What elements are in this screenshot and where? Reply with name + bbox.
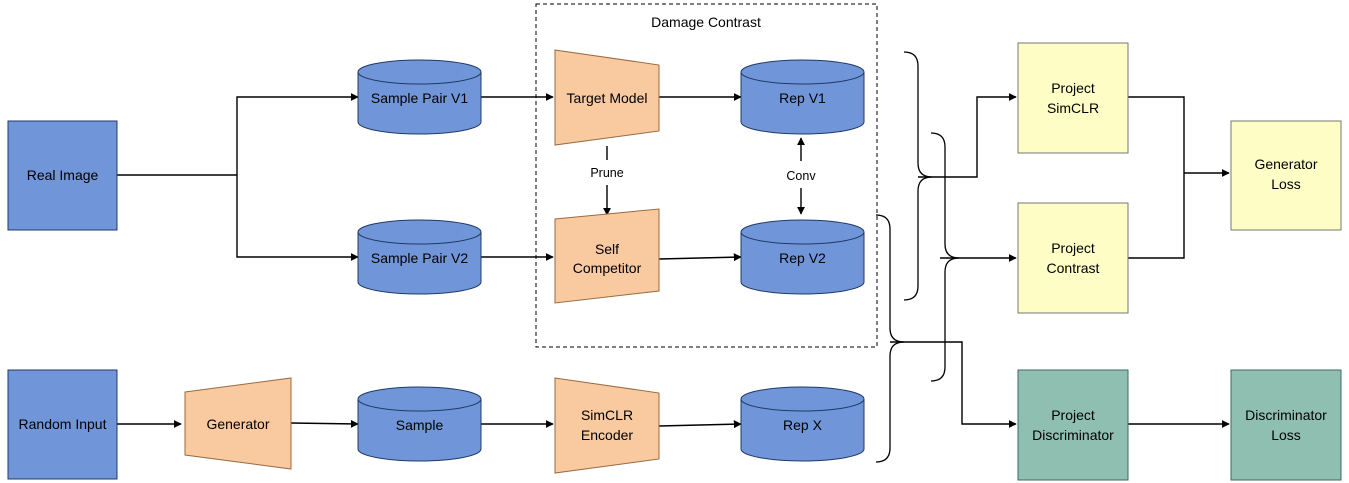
- rep-x-label: Rep X: [783, 417, 823, 433]
- simclr-encoder-label-line1: SimCLR: [581, 407, 633, 423]
- project-simclr-label-line2: SimCLR: [1047, 100, 1099, 116]
- edge-generator-to-sample: [290, 419, 359, 428]
- brace-simclr: [903, 51, 933, 301]
- damage-contrast-group: Damage Contrast: [535, 3, 878, 348]
- edges: [117, 93, 1230, 429]
- node-rep-v2: Rep V2: [740, 219, 865, 295]
- node-random-input: Random Input: [7, 369, 118, 480]
- edge-project-contrast-out: [1128, 173, 1185, 259]
- rep-v1-label: Rep V1: [779, 90, 826, 106]
- node-project-simclr: Project SimCLR: [1017, 42, 1129, 154]
- brace-discriminator: [875, 214, 905, 463]
- project-contrast-label-line2: Contrast: [1047, 260, 1100, 276]
- project-simclr-label-line1: Project: [1051, 80, 1095, 96]
- edge-to-project-discriminator: [890, 341, 1017, 428]
- node-discriminator-loss: Discriminator Loss: [1230, 369, 1342, 481]
- damage-contrast-border: [535, 3, 878, 348]
- node-rep-x: Rep X: [740, 386, 865, 462]
- node-sample-pair-v2: Sample Pair V2: [357, 219, 482, 295]
- discriminator-loss-label-line1: Discriminator: [1245, 407, 1327, 423]
- node-simclr-encoder: SimCLR Encoder: [554, 377, 660, 474]
- project-contrast-label-line1: Project: [1051, 240, 1095, 256]
- node-self-competitor: Self Competitor: [554, 208, 660, 304]
- prune-label: Prune: [590, 166, 623, 180]
- node-generator: Generator: [184, 377, 292, 470]
- target-model-label: Target Model: [567, 90, 648, 106]
- node-generator-loss: Generator Loss: [1230, 120, 1342, 231]
- sample-pair-v1-label: Sample Pair V1: [371, 90, 468, 106]
- node-rep-v1: Rep V1: [740, 59, 865, 135]
- damage-contrast-title: Damage Contrast: [651, 14, 761, 30]
- conv-label: Conv: [786, 169, 816, 183]
- generator-loss-label-line2: Loss: [1271, 176, 1301, 192]
- sample-pair-v2-label: Sample Pair V2: [371, 250, 468, 266]
- sample-label: Sample: [396, 417, 444, 433]
- self-competitor-label-line2: Competitor: [573, 260, 642, 276]
- node-project-contrast: Project Contrast: [1017, 202, 1129, 314]
- random-input-label: Random Input: [19, 416, 107, 432]
- project-discriminator-label-line1: Project: [1051, 407, 1095, 423]
- rep-v2-label: Rep V2: [779, 250, 826, 266]
- node-sample: Sample: [357, 386, 482, 462]
- real-image-label: Real Image: [27, 167, 99, 183]
- edge-project-simclr-out: [1128, 96, 1185, 173]
- project-discriminator-label-line2: Discriminator: [1032, 427, 1114, 443]
- generator-label: Generator: [206, 416, 269, 432]
- edge-to-project-simclr: [918, 93, 1017, 178]
- edge-self-competitor-to-rep-v2: [658, 253, 742, 262]
- discriminator-loss-label-line2: Loss: [1271, 427, 1301, 443]
- node-project-discriminator: Project Discriminator: [1017, 369, 1129, 481]
- simclr-encoder-label-line2: Encoder: [581, 427, 633, 443]
- self-competitor-label-line1: Self: [595, 241, 619, 257]
- brace-contrast: [930, 132, 960, 382]
- edge-simclr-encoder-to-rep-x: [658, 420, 742, 429]
- node-sample-pair-v1: Sample Pair V1: [357, 59, 482, 135]
- braces: [875, 51, 960, 463]
- generator-loss-label-line1: Generator: [1254, 156, 1317, 172]
- edge-to-sample-pair-v1: [236, 93, 359, 175]
- edge-to-sample-pair-v2: [236, 175, 359, 261]
- node-real-image: Real Image: [7, 120, 118, 231]
- node-target-model: Target Model: [554, 49, 660, 146]
